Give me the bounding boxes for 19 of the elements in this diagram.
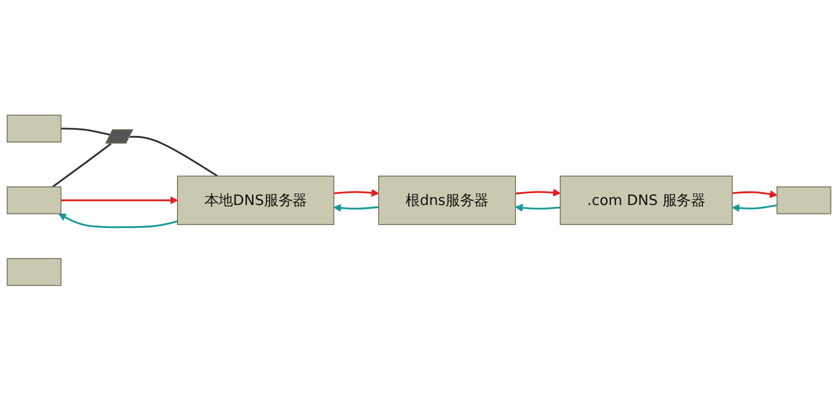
arrow <box>732 204 778 212</box>
connector <box>52 142 112 188</box>
arrow <box>333 204 379 212</box>
arrow <box>334 188 379 196</box>
node-box <box>6 114 62 142</box>
node-box: 本地DNS服务器 <box>177 175 334 225</box>
arrow <box>58 213 178 228</box>
arrow <box>60 196 178 204</box>
node-box <box>6 258 62 286</box>
node-box <box>776 186 832 214</box>
connector <box>130 136 218 177</box>
connector <box>60 127 111 136</box>
arrow <box>515 188 561 196</box>
node-box: .com DNS 服务器 <box>560 175 733 225</box>
node-bar <box>105 128 134 144</box>
arrow <box>732 190 778 198</box>
arrow <box>515 204 560 212</box>
node-box <box>6 186 62 214</box>
node-box: 根dns服务器 <box>378 175 516 225</box>
